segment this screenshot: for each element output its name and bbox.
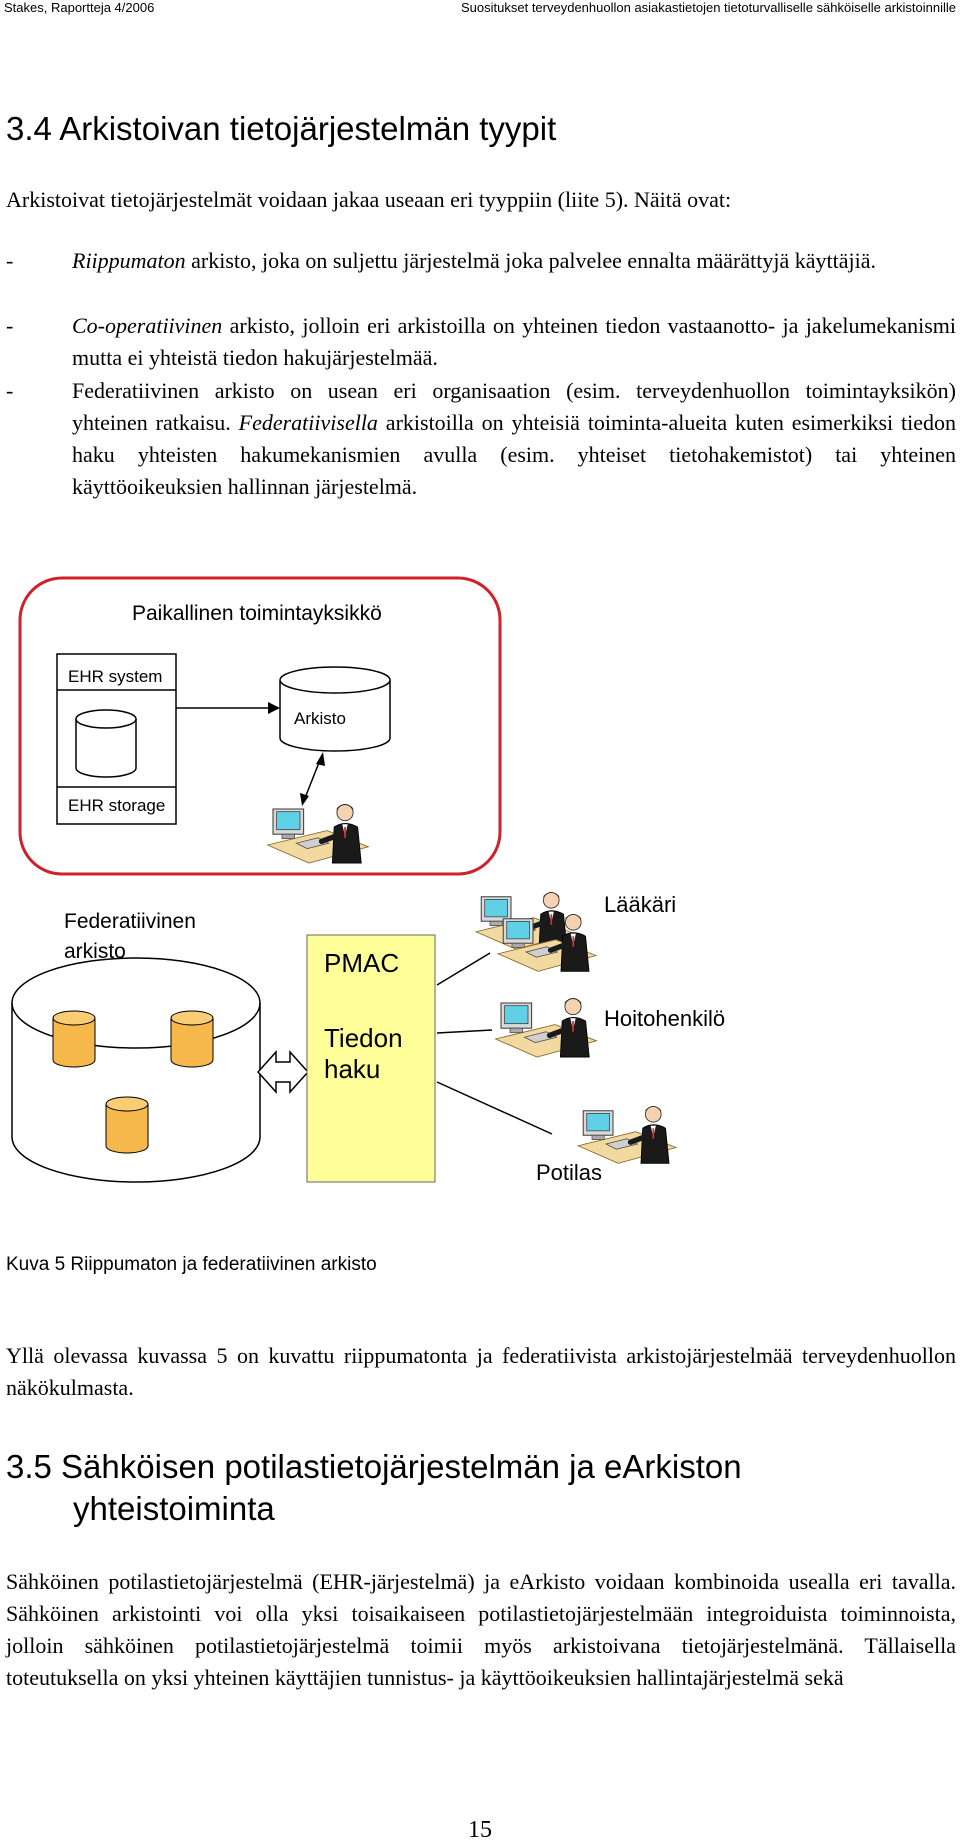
archive-diagram: Paikallinen toimintayksikkö EHR system E…: [11, 576, 725, 1185]
running-header-right: Suositukset terveydenhuollon asiakastiet…: [461, 0, 956, 15]
search-label-line2: haku: [324, 1054, 380, 1084]
bullet-dash: -: [6, 248, 14, 273]
federated-archive-label-line1: Federatiivinen: [64, 910, 196, 933]
federated-member-archive-3: [105, 1096, 149, 1154]
nurse-label: Hoitohenkilö: [604, 1006, 725, 1031]
patient-workstation-icon: [578, 1106, 676, 1163]
bullet-emphasis: Federatiivisella: [238, 410, 378, 435]
section-title-3-5-line1: 3.5 Sähköisen potilastietojärjestelmän j…: [6, 1448, 742, 1485]
ehr-system-label: EHR system: [68, 667, 162, 686]
bullet-dash: -: [6, 313, 14, 338]
bullet-emphasis: Riippumaton: [72, 248, 186, 273]
section-3-5-paragraph: Sähköinen potilastietojärjestelmä (EHR-j…: [6, 1569, 956, 1690]
running-header-left: Stakes, Raportteja 4/2006: [4, 0, 155, 15]
bullet-text: Riippumaton arkisto, joka on suljettu jä…: [72, 245, 956, 277]
local-unit-label: Paikallinen toimintayksikkö: [132, 602, 382, 625]
bullet-emphasis: Co-operatiivinen: [72, 313, 223, 338]
arrow-to-archive: [268, 702, 280, 714]
figure-caption: Kuva 5 Riippumaton ja federatiivinen ark…: [6, 1254, 377, 1275]
bullet-item: - Co-operatiivinen arkisto, jolloin eri …: [6, 310, 956, 374]
federated-member-archive-1: [52, 1010, 96, 1068]
bullet-item: - Riippumaton arkisto, joka on suljettu …: [6, 245, 956, 277]
federated-archive-label-line2: arkisto: [64, 940, 126, 963]
search-label-line1: Tiedon: [324, 1023, 403, 1053]
bullet-text: Federatiivinen arkisto on usean eri orga…: [72, 375, 956, 503]
page-number: 15: [468, 1817, 492, 1843]
archive-cylinder: [279, 680, 391, 752]
bullet-rest: arkistoilla on yhteisiä toiminta-alueita…: [72, 410, 956, 499]
ehr-storage-cylinder: [75, 719, 137, 778]
nurse-workstation-icon: [496, 999, 597, 1058]
bullet-text: Co-operatiivinen arkisto, jolloin eri ar…: [72, 310, 956, 374]
section-title-3-5: 3.5 Sähköisen potilastietojärjestelmän j…: [6, 1446, 742, 1530]
bullet-rest: arkisto, joka on suljettu järjestelmä jo…: [185, 248, 876, 273]
bullet-rest: arkisto, jolloin eri arkistoilla on yhte…: [72, 313, 956, 370]
intro-paragraph: Arkistoivat tietojärjestelmät voidaan ja…: [6, 187, 732, 212]
bullet-pre: Federatiivinen arkisto on usean eri orga…: [72, 378, 956, 435]
figure-description-paragraph: Yllä olevassa kuvassa 5 on kuvattu riipp…: [6, 1343, 956, 1400]
section-title-3-4: 3.4 Arkistoivan tietojärjestelmän tyypit: [6, 110, 557, 147]
federated-member-archive-2: [170, 1010, 214, 1068]
double-arrow: [256, 1050, 310, 1094]
bullet-item: - Federatiivinen arkisto on usean eri or…: [6, 375, 956, 503]
archive-label: Arkisto: [294, 709, 346, 728]
patient-label: Potilas: [536, 1160, 602, 1185]
bullet-dash: -: [6, 378, 14, 403]
section-title-3-5-line2: yhteistoiminta: [73, 1490, 275, 1527]
pmac-label: PMAC: [324, 948, 399, 978]
doctor-label: Lääkäri: [604, 892, 676, 917]
pmac-box: [306, 934, 436, 1183]
ehr-storage-label: EHR storage: [68, 796, 165, 815]
